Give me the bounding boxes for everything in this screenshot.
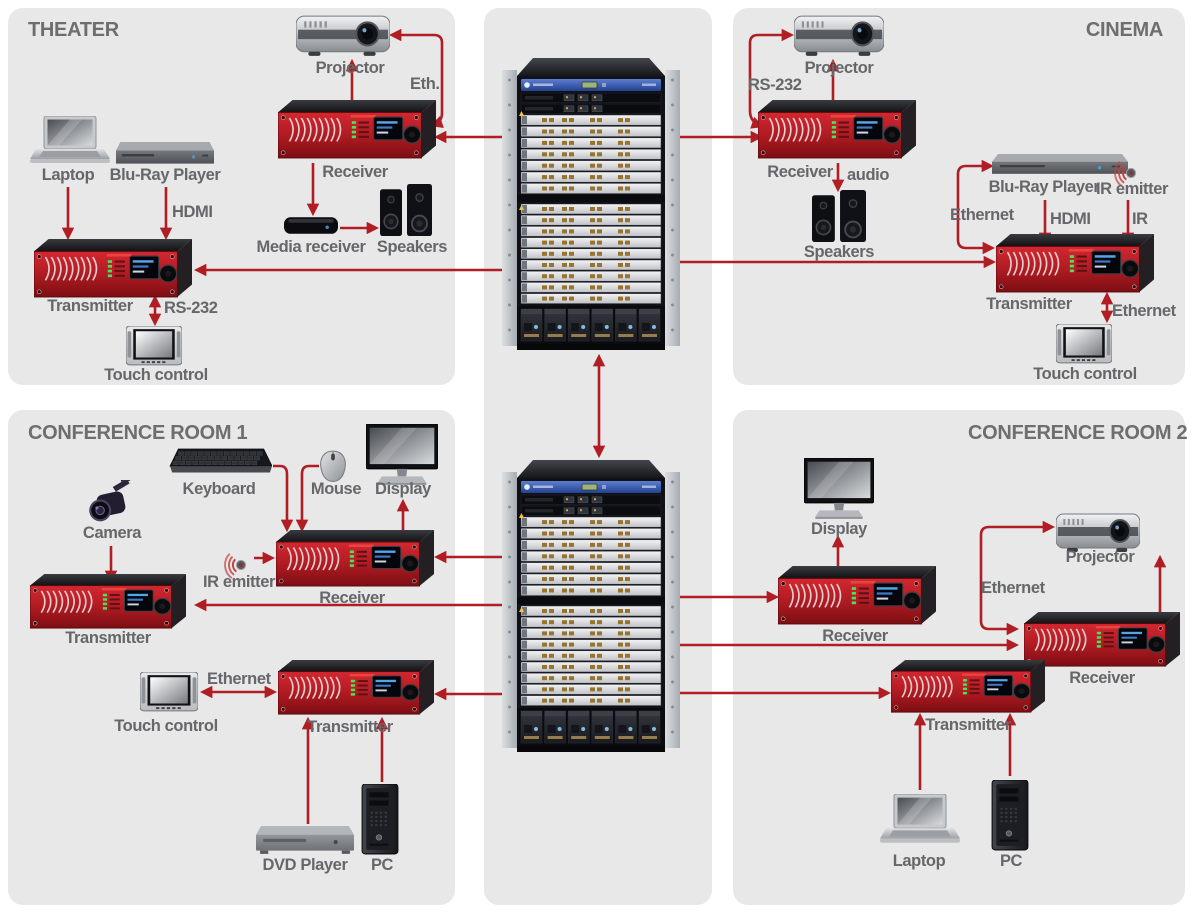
projector-icon <box>296 14 390 58</box>
device-label: Transmitter <box>307 718 393 736</box>
device-label: Transmitter <box>65 629 151 647</box>
touch-control-icon <box>1056 324 1112 366</box>
device-label: Blu-Ray Player <box>109 166 221 184</box>
device-label: Laptop <box>41 166 95 184</box>
link-label: audio <box>847 166 889 184</box>
display-icon <box>804 458 874 520</box>
ir-emitter-icon <box>1110 150 1146 188</box>
link-label: Eth. <box>410 75 440 93</box>
link-cr2-ethernet-curve <box>979 520 1056 636</box>
receiver-device-icon <box>276 530 434 588</box>
transmitter-device-icon <box>278 660 434 716</box>
link-label: IR <box>1132 210 1148 228</box>
device-label: Display <box>811 520 867 538</box>
device-label: Receiver <box>319 589 385 607</box>
device-label: Transmitter <box>986 295 1072 313</box>
link-label: RS-232 <box>164 299 218 317</box>
link-theater-eth-curve <box>388 28 444 128</box>
link-label: HDMI <box>172 203 213 221</box>
keyboard-icon <box>168 448 272 480</box>
transmitter-device-icon <box>34 239 192 299</box>
media-receiver-icon <box>284 214 338 236</box>
device-label: PC <box>370 856 394 874</box>
device-label: Receiver <box>767 163 833 181</box>
link-label: Ethernet <box>1112 302 1176 320</box>
link-cr1-mouse-receiver <box>295 464 319 533</box>
touch-control-icon <box>126 326 182 368</box>
receiver-device-icon <box>778 566 936 626</box>
device-label: Media receiver <box>256 238 366 256</box>
device-label: Mouse <box>310 480 362 498</box>
link-label: Ethernet <box>207 670 271 688</box>
device-label: Blu-Ray Player <box>988 178 1100 196</box>
dvd-player-icon <box>256 826 354 856</box>
receiver-device-icon <box>758 100 916 160</box>
link-cinema-rs232-curve <box>748 28 795 129</box>
panel-title-conference-room-2: CONFERENCE ROOM 2 <box>968 422 1188 444</box>
link-cr1-keyboard-receiver <box>273 464 294 533</box>
device-label: Speakers <box>376 238 448 256</box>
pc-tower-icon <box>990 780 1030 852</box>
device-label: Projector <box>315 59 385 77</box>
device-label: DVD Player <box>262 856 348 874</box>
laptop-icon <box>880 794 960 848</box>
camera-icon <box>86 480 136 534</box>
link-label: Ethernet <box>950 206 1014 224</box>
device-label: Touch control <box>1033 365 1137 383</box>
bluray-player-icon <box>992 154 1128 176</box>
panel-title-theater: THEATER <box>28 19 119 41</box>
transmitter-device-icon <box>891 660 1045 714</box>
device-label: Projector <box>804 59 874 77</box>
device-label: Keyboard <box>182 480 256 498</box>
device-label: Touch control <box>104 366 208 384</box>
link-cinema-ethernet-curve <box>956 159 996 255</box>
device-label: IR emitter <box>1095 180 1169 198</box>
device-label: Transmitter <box>47 297 133 315</box>
device-label: Camera <box>82 524 142 542</box>
device-label: Receiver <box>822 627 888 645</box>
link-label: Ethernet <box>981 579 1045 597</box>
projector-icon <box>794 14 884 58</box>
laptop-icon <box>30 116 110 168</box>
speakers-icon <box>812 190 866 242</box>
projector-icon <box>1056 512 1140 554</box>
network-switch-top-icon <box>502 58 680 350</box>
device-label: Laptop <box>892 852 946 870</box>
panel-title-conference-room-1: CONFERENCE ROOM 1 <box>28 422 248 444</box>
device-label: Projector <box>1065 548 1135 566</box>
device-label: IR emitter <box>202 573 276 591</box>
pc-tower-icon <box>360 784 400 856</box>
device-label: Receiver <box>1069 669 1135 687</box>
panel-title-cinema: CINEMA <box>1085 19 1163 41</box>
mouse-icon <box>318 450 348 482</box>
link-label: HDMI <box>1050 210 1091 228</box>
device-label: Transmitter <box>925 716 1011 734</box>
link-label: RS-232 <box>748 76 802 94</box>
device-label: Receiver <box>322 163 388 181</box>
display-icon <box>366 424 438 486</box>
ir-emitter-icon <box>220 542 256 580</box>
transmitter-device-icon <box>996 234 1154 294</box>
speakers-icon <box>380 184 432 236</box>
bluray-player-icon <box>116 142 214 166</box>
receiver-device-icon <box>278 100 436 160</box>
device-label: PC <box>999 852 1023 870</box>
receiver-device-icon <box>1024 612 1180 668</box>
network-switch-bottom-icon <box>502 460 680 752</box>
device-label: Touch control <box>114 717 218 735</box>
device-label: Display <box>375 480 431 498</box>
touch-control-icon <box>140 672 198 714</box>
transmitter-device-icon <box>30 574 186 630</box>
device-label: Speakers <box>803 243 875 261</box>
